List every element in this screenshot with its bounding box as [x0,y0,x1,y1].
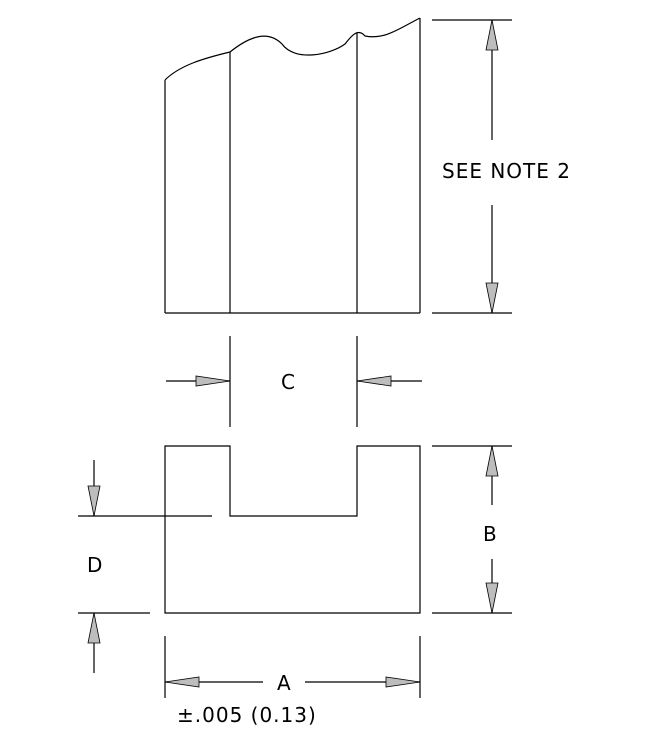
arrow-left-icon [164,676,200,688]
c-label: C [281,370,296,394]
arrow-down-icon [485,282,499,314]
arrow-up-icon [485,445,499,477]
height-dimension: SEE NOTE 2 [432,19,571,314]
arrow-up-icon [485,19,499,51]
d-label: D [87,553,103,577]
slot-depth-dimension: D [78,460,212,673]
body-height-dimension: B [432,445,512,614]
arrow-left-icon [356,375,392,387]
lower-view [164,445,421,614]
see-note-2-label: SEE NOTE 2 [442,159,571,183]
arrow-up-icon [87,612,101,644]
break-line [164,17,421,81]
upper-view [164,17,421,314]
arrow-down-icon [485,582,499,614]
a-label: A [277,671,292,695]
arrow-right-icon [385,676,421,688]
end-view-outline [164,445,421,614]
b-label: B [483,522,498,546]
arrow-down-icon [87,485,101,517]
arrow-right-icon [195,375,231,387]
slot-width-dimension: C [166,336,422,427]
tolerance-label: ±.005 (0.13) [177,703,317,727]
overall-width-dimension: A ±.005 (0.13) [164,636,421,727]
